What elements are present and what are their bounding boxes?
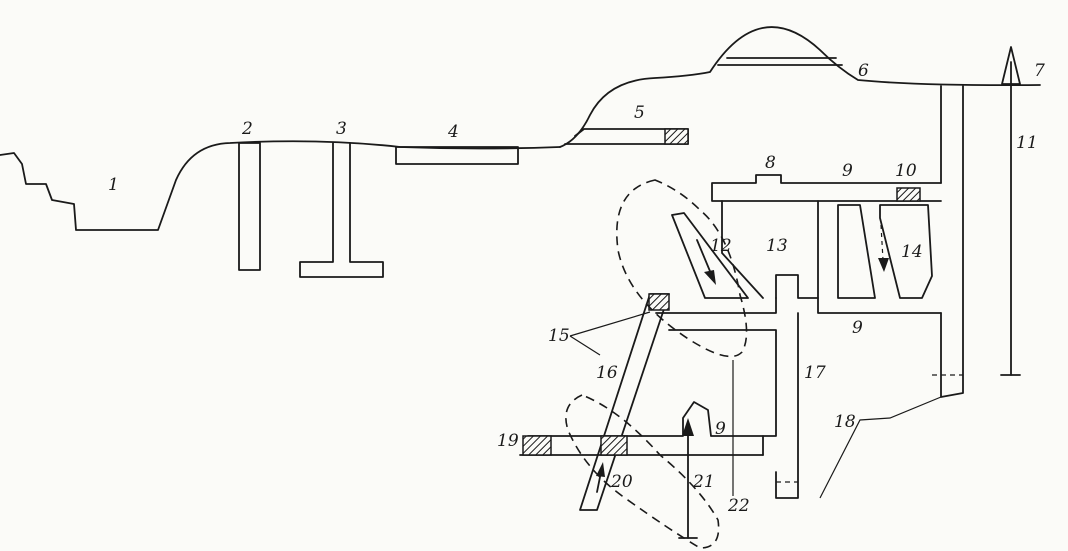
lower-level-drift [527,401,764,437]
arrow-14-shaft [880,224,884,261]
label-13: 13 [766,236,788,256]
arrow-12-shaft [696,239,713,277]
pillar-13 [721,200,819,299]
vertical-pile [238,142,261,271]
shallow-slab [395,146,519,165]
label-3: 3 [336,119,347,139]
dashed-contour-lower [565,394,720,549]
inner-chamber [837,204,876,299]
inclined-shaft-top-face [648,293,670,311]
label-19: 19 [497,431,519,451]
inclined-chamber-12 [671,212,749,299]
arrow-7-head [1001,46,1021,85]
lower-level-face-20 [600,435,628,456]
label-9-upper: 9 [842,161,853,181]
lower-level-face-19 [522,435,552,456]
arrow-21-head [682,418,694,436]
arrow-12-head [704,270,716,285]
label-15: 15 [548,326,570,346]
label-6: 6 [858,61,869,81]
label-1: 1 [108,175,119,195]
label-2: 2 [241,119,253,139]
chamber-14 [879,204,933,299]
label-22: 22 [727,496,750,516]
ground-surface-right [559,26,1041,148]
dashed-contour-upper [616,179,748,358]
leader-15 [569,311,651,356]
t-foundation [299,142,384,278]
middle-level-floor [668,329,777,456]
label-10: 10 [895,161,917,181]
arrow-14-head [878,258,889,272]
label-21: 21 [692,472,715,492]
label-8: 8 [765,153,776,173]
main-shaft [940,85,964,398]
upper-level-drift [711,174,942,202]
middle-level-drift [655,297,942,314]
label-7: 7 [1034,61,1045,81]
leader-18 [819,396,942,499]
label-5: 5 [634,103,645,123]
upper-level-face-10 [896,187,921,202]
arrow-20-head [596,462,605,477]
label-4: 4 [447,122,459,142]
label-12: 12 [710,236,732,256]
label-16: 16 [596,363,618,383]
label-17: 17 [804,363,826,383]
ground-surface-left [0,140,561,231]
adit-5-face [664,128,689,145]
label-9-middle: 9 [852,318,863,338]
label-20: 20 [610,472,633,492]
label-18: 18 [834,412,856,432]
label-9-lower: 9 [715,419,726,439]
label-14: 14 [901,242,923,262]
label-11: 11 [1016,133,1038,153]
central-raise-17 [775,312,799,499]
